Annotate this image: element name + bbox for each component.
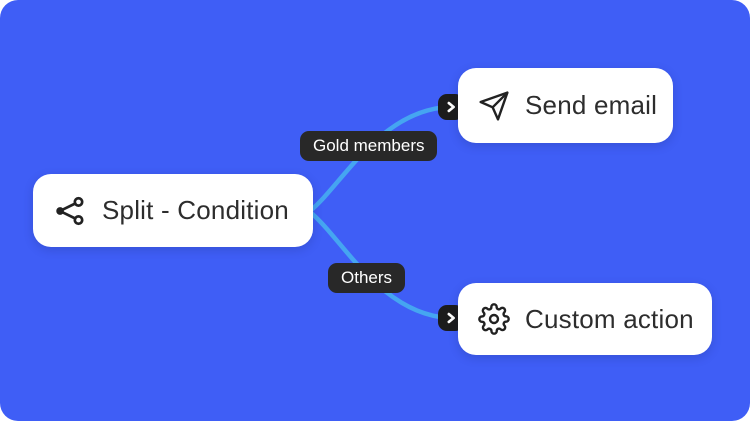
gear-icon <box>478 303 510 335</box>
chevron-right-icon <box>447 312 455 324</box>
node-custom-action[interactable]: Custom action <box>458 283 712 355</box>
chevron-right-icon <box>447 101 455 113</box>
node-split-condition[interactable]: Split - Condition <box>33 174 313 247</box>
node-label: Custom action <box>525 303 694 334</box>
branch-label-gold-members[interactable]: Gold members <box>300 131 438 161</box>
send-paper-plane-icon <box>478 90 510 122</box>
node-label: Send email <box>525 90 658 120</box>
node-send-email[interactable]: Send email <box>458 68 673 143</box>
branch-label-others[interactable]: Others <box>328 263 406 293</box>
split-share-icon <box>53 194 87 228</box>
node-label: Split - Condition <box>102 195 289 225</box>
